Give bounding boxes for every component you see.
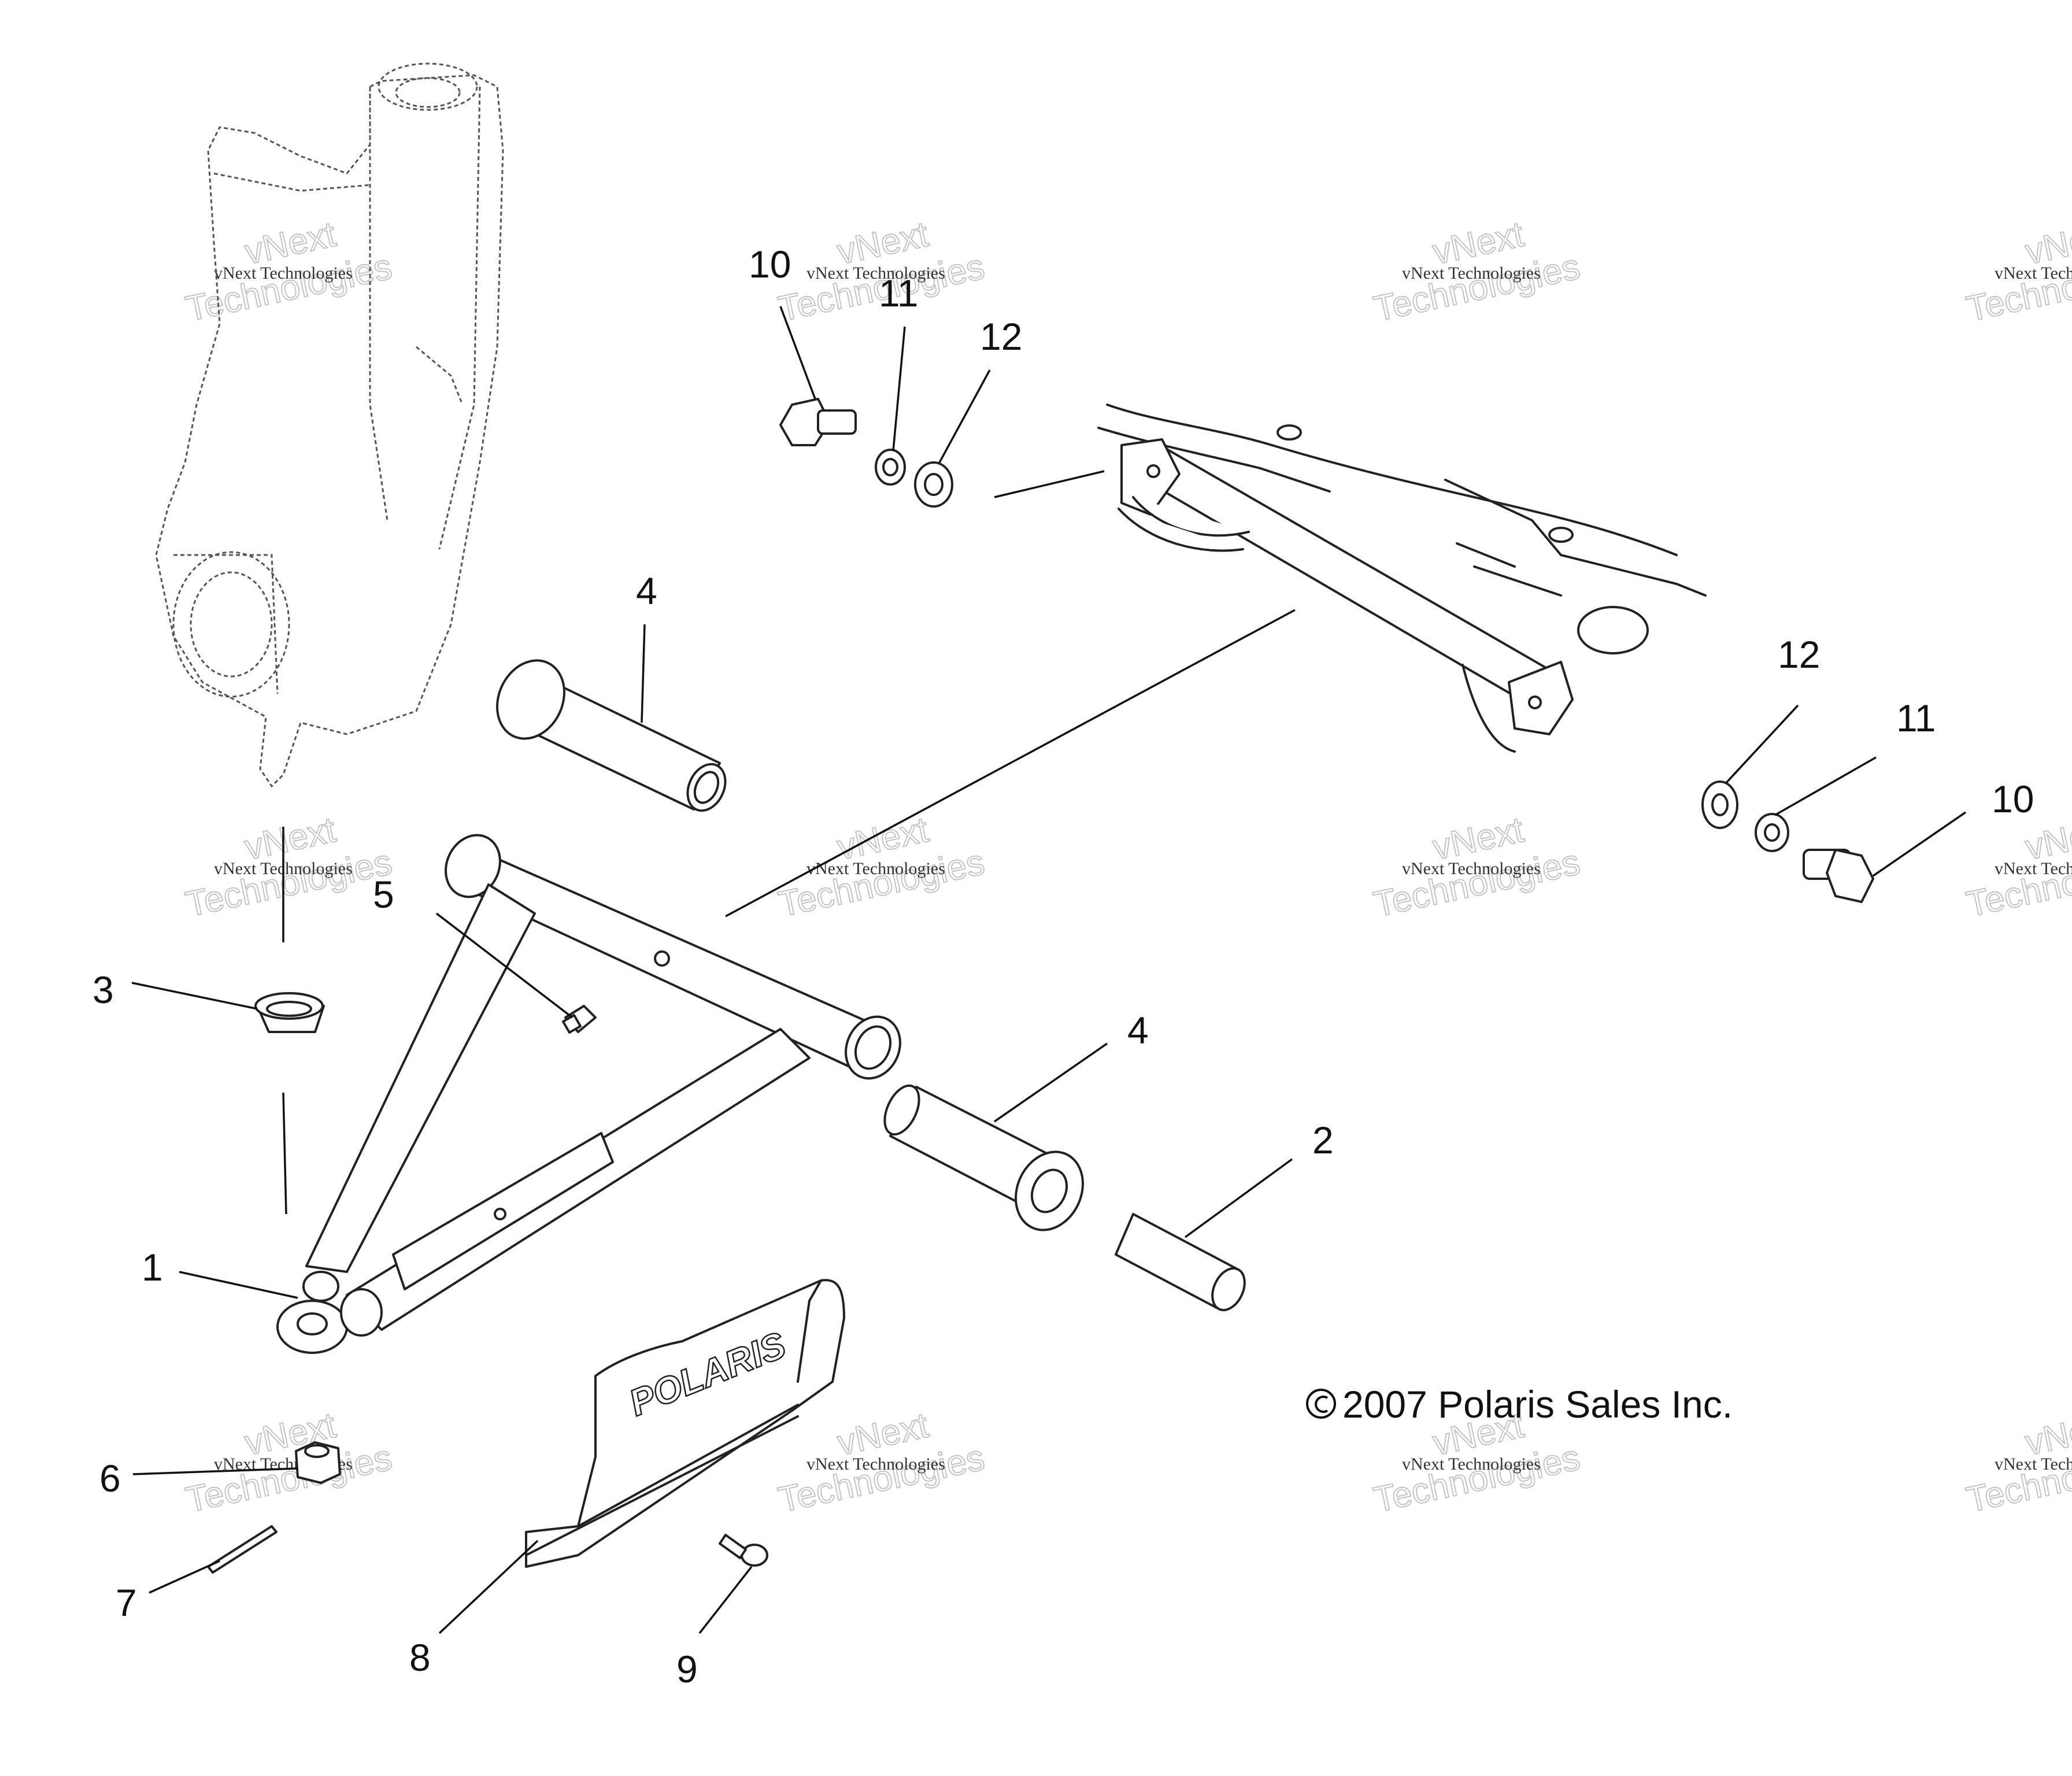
- leader-1: [179, 1271, 298, 1299]
- watermark-name: vNext Technologies: [1402, 1455, 1541, 1474]
- leader-11a: [892, 326, 906, 452]
- watermark: vNext Technologies vNext Technologies: [182, 809, 395, 926]
- leader-3: [131, 982, 258, 1010]
- watermark: vNext Technologies vNext Technologies: [182, 1405, 395, 1521]
- leader-2: [1184, 1158, 1293, 1238]
- watermark: vNext Technologies vNext Technologies: [1962, 1405, 2072, 1521]
- leader-4b: [994, 1042, 1108, 1123]
- a-arm-guard: POLARIS: [525, 1279, 845, 1568]
- callout-10: 10: [1992, 778, 2034, 820]
- copyright-text: 2007 Polaris Sales Inc.: [1342, 1383, 1733, 1426]
- watermark: vNext Technologies vNext Technologies: [1962, 809, 2072, 926]
- leader-5: [435, 912, 574, 1019]
- callout-8: 8: [409, 1636, 431, 1679]
- callout-3: 3: [92, 968, 114, 1011]
- leader-7: [149, 1560, 220, 1594]
- callout-5: 5: [373, 873, 394, 916]
- assembly-line-cap: [282, 1092, 287, 1215]
- watermark: vNext Technologies vNext Technologies: [1370, 809, 1583, 926]
- leader-lines: [131, 306, 1966, 1634]
- pivot-shaft: [1115, 1213, 1246, 1312]
- hardware-upper: [779, 398, 953, 508]
- frame-crossmember: [1097, 404, 1707, 753]
- watermark: vNext Technologies vNext Technologies: [182, 214, 395, 330]
- copyright-c: [1315, 1396, 1329, 1413]
- pivot-bushing-lower: [883, 1084, 1084, 1231]
- callout-11: 11: [1896, 697, 1936, 739]
- watermark-name: vNext Technologies: [806, 859, 945, 878]
- watermark-name: vNext Technologies: [806, 1455, 945, 1474]
- callout-1: 1: [142, 1246, 163, 1289]
- assembly-line-bolt: [994, 470, 1105, 498]
- callout-12: 12: [1778, 633, 1820, 676]
- watermark-name: vNext Technologies: [1995, 1455, 2072, 1474]
- callouts: 1 2 3 4 4 5 6 7 8 9 10 11 12 12 11 10: [92, 243, 2034, 1690]
- leader-12b: [1725, 704, 1799, 785]
- assembly-line-arm: [725, 609, 1296, 917]
- callout-4: 4: [1127, 1009, 1149, 1052]
- copyright-symbol-ring: [1306, 1389, 1336, 1419]
- callout-9: 9: [676, 1648, 698, 1690]
- callout-11: 11: [879, 272, 919, 314]
- a-arm: [276, 834, 901, 1354]
- watermark-name: vNext Technologies: [1402, 264, 1541, 283]
- callout-7: 7: [116, 1581, 137, 1624]
- leader-12a: [938, 369, 991, 463]
- leader-10b: [1873, 811, 1966, 877]
- watermark-name: vNext Technologies: [806, 264, 945, 283]
- dust-cap: [254, 992, 325, 1033]
- leader-6: [132, 1467, 298, 1475]
- callout-2: 2: [1312, 1119, 1334, 1161]
- watermark: vNext Technologies vNext Technologies: [1370, 214, 1583, 330]
- leader-8: [438, 1540, 539, 1634]
- grease-fitting: [561, 1005, 597, 1034]
- copyright-notice: © 2007 Polaris Sales Inc.: [1306, 1383, 1733, 1426]
- guard-screw: [719, 1534, 768, 1567]
- leader-10a: [779, 306, 816, 399]
- reference-lines: [282, 470, 1296, 1215]
- hardware-lower: [1701, 780, 1874, 903]
- watermark-name: vNext Technologies: [1995, 264, 2072, 283]
- callout-6: 6: [99, 1457, 121, 1500]
- steering-knuckle: [155, 62, 504, 788]
- leader-9: [698, 1566, 753, 1634]
- cotter-pin: [207, 1525, 278, 1574]
- watermark: vNext Technologies vNext Technologies: [774, 1405, 988, 1521]
- watermark-name: vNext Technologies: [1402, 859, 1541, 878]
- callout-4: 4: [636, 569, 657, 612]
- pivot-bushing-upper: [496, 659, 727, 812]
- castle-nut: [295, 1441, 341, 1484]
- watermark-name: vNext Technologies: [214, 264, 353, 283]
- leader-4a: [641, 624, 646, 723]
- callout-12: 12: [980, 315, 1022, 358]
- leader-11b: [1774, 756, 1877, 816]
- watermark-name: vNext Technologies: [1995, 859, 2072, 878]
- watermark: vNext Technologies vNext Technologies: [774, 809, 988, 926]
- callout-10: 10: [749, 243, 791, 286]
- watermark: vNext Technologies vNext Technologies: [1962, 214, 2072, 330]
